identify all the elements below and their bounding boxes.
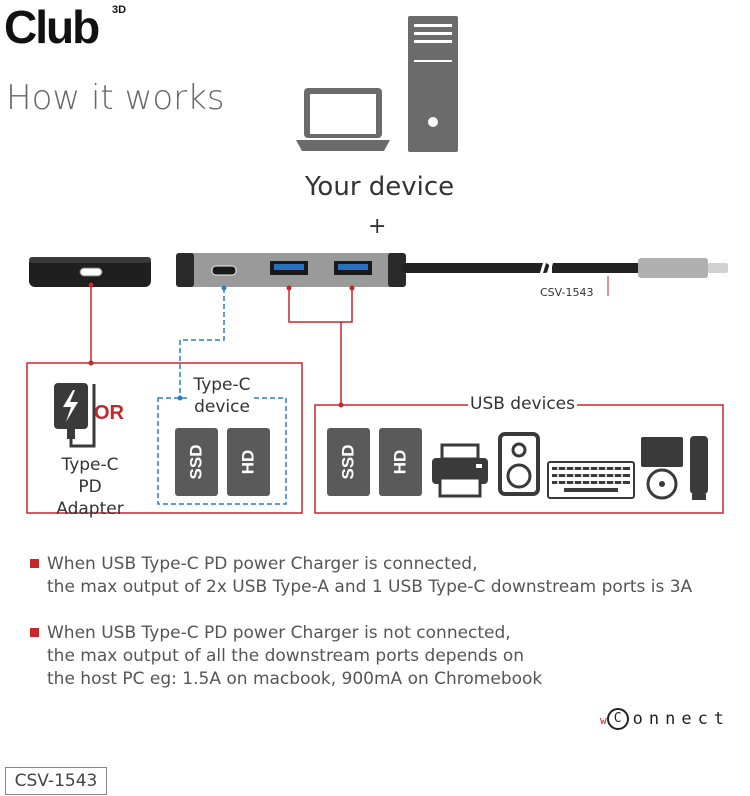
red-bullet-icon bbox=[30, 628, 39, 637]
weconnect-mark: C bbox=[606, 708, 629, 730]
left-hd-drive-icon bbox=[227, 428, 270, 496]
right-ssd-label: SSD bbox=[338, 444, 358, 480]
left-hd-label: HD bbox=[238, 449, 258, 475]
typec-device-label-line2: device bbox=[194, 397, 250, 417]
laptop-icon bbox=[296, 88, 390, 151]
keyboard-icon bbox=[547, 461, 635, 499]
left-ssd-label: SSD bbox=[186, 444, 206, 480]
weconnect-rest: onnect bbox=[632, 709, 731, 729]
plus-sign: + bbox=[368, 214, 387, 239]
note-2-line-1: When USB Type-C PD power Charger is not … bbox=[47, 623, 511, 643]
right-hd-label: HD bbox=[390, 449, 410, 475]
desktop-tower-icon bbox=[408, 16, 458, 152]
club3d-logo: Club bbox=[4, 1, 100, 53]
note-2-line-2: the max output of all the downstream por… bbox=[47, 646, 525, 666]
right-ssd-drive-icon bbox=[327, 428, 370, 496]
right-hd-drive-icon bbox=[379, 428, 422, 496]
cable-model-tag: CSV-1543 bbox=[540, 286, 594, 299]
footer-model-number: CSV-1543 bbox=[5, 767, 107, 795]
page-heading: How it works bbox=[6, 78, 225, 118]
or-label: OR bbox=[94, 402, 124, 424]
optical-drive-icon bbox=[641, 437, 683, 500]
usb-hub bbox=[176, 253, 406, 287]
typec-device-label-line1: Type-C bbox=[193, 375, 251, 395]
note-2-line-3: the host PC eg: 1.5A on macbook, 900mA o… bbox=[47, 669, 543, 689]
usb-devices-title: USB devices bbox=[468, 394, 577, 414]
connector-lines bbox=[88, 276, 609, 408]
weconnect-prefix: w bbox=[600, 714, 607, 727]
speaker-icon bbox=[498, 432, 540, 496]
printer-icon bbox=[432, 443, 488, 498]
red-bullet-icon bbox=[30, 559, 39, 568]
usb-flash-drive-icon bbox=[690, 436, 708, 500]
note-1-line-1: When USB Type-C PD power Charger is conn… bbox=[47, 554, 478, 574]
pd-adapter-label-line1: Type-C bbox=[61, 455, 119, 475]
note-pd-not-connected: When USB Type-C PD power Charger is not … bbox=[30, 622, 542, 691]
usb-c-cable bbox=[401, 257, 728, 279]
charger-plug-icon bbox=[54, 383, 96, 448]
pd-charger-device bbox=[29, 257, 151, 287]
left-ssd-drive-icon bbox=[175, 428, 218, 496]
note-1-line-2: the max output of 2x USB Type-A and 1 US… bbox=[47, 577, 693, 597]
pd-adapter-label-line2: PD Adapter bbox=[56, 477, 124, 519]
your-device-label: Your device bbox=[305, 172, 455, 202]
power-source-box bbox=[26, 362, 303, 514]
club3d-logo-superscript: 3D bbox=[112, 4, 127, 16]
note-pd-connected: When USB Type-C PD power Charger is conn… bbox=[30, 553, 692, 599]
